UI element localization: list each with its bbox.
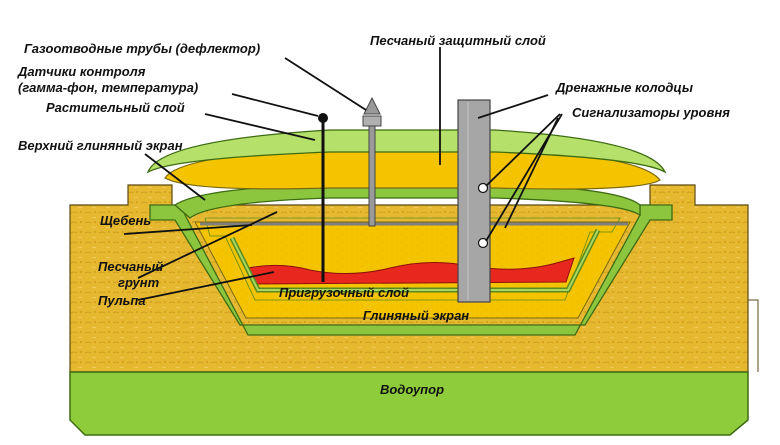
label-sensors-1: Датчики контроля: [17, 64, 146, 79]
label-sandy-soil-1: Песчаный: [98, 259, 163, 274]
lead-vegetation: [204, 113, 316, 141]
label-drainage-wells: Дренажные колодцы: [555, 80, 693, 95]
lead-level-upper: [485, 113, 561, 187]
sensor-head-icon: [318, 113, 328, 123]
lead-upper-clay: [144, 153, 206, 201]
level-indicator-lower: [477, 237, 489, 249]
lead-drainage-wells: [477, 94, 549, 119]
label-crushed-stone: Щебень: [100, 213, 151, 228]
lead-gas-pipes: [284, 57, 367, 111]
gas-pipe: [368, 125, 376, 227]
label-sensors-2: (гамма-фон, температура): [18, 80, 198, 95]
label-load-layer: Пригрузочный слой: [279, 285, 409, 300]
label-sandy-soil-2: грунт: [118, 275, 160, 290]
label-aquiclude: Водоупор: [380, 382, 444, 397]
label-sand-protective-layer: Песчаный защитный слой: [370, 33, 546, 48]
label-upper-clay-screen: Верхний глиняный экран: [18, 138, 183, 153]
label-pulp: Пульпа: [98, 293, 146, 308]
pulp-layer: [247, 257, 575, 285]
label-clay-screen: Глиняный экран: [363, 308, 469, 323]
clay-screen-outer: [149, 204, 673, 336]
ground-right-edge: [747, 210, 759, 372]
label-level-indicators: Сигнализаторы уровня: [572, 105, 730, 120]
lead-sensors: [231, 93, 319, 117]
vegetation-layer: [146, 129, 667, 174]
lead-crushed-stone: [123, 224, 253, 235]
aquiclude-layer: [69, 371, 749, 436]
label-vegetation-layer: Растительный слой: [46, 100, 185, 115]
lead-pulp: [137, 271, 275, 301]
gas-pipe-collar: [362, 115, 382, 127]
drainage-well: [457, 99, 491, 303]
label-gas-pipes: Газоотводные трубы (дефлектор): [24, 41, 260, 56]
level-indicator-upper: [477, 182, 489, 194]
lead-level-extra: [504, 117, 559, 229]
lead-sandy-soil: [137, 211, 278, 279]
deflector-icon: [363, 96, 381, 115]
